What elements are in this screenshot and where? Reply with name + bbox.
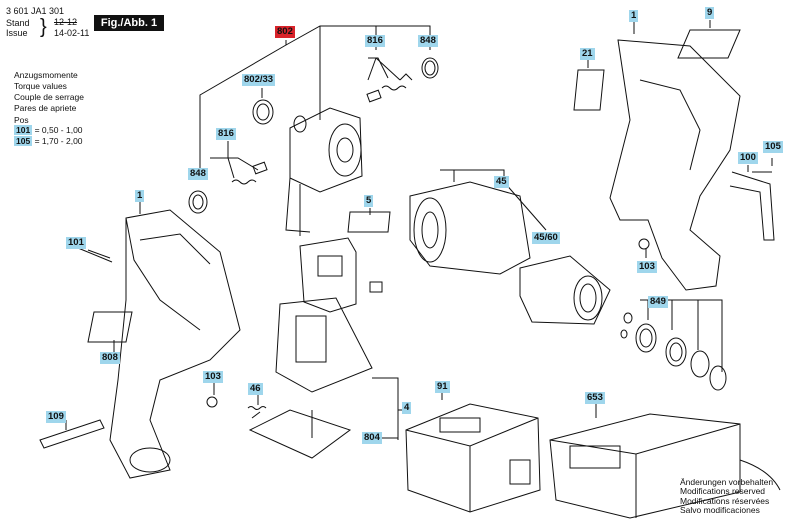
torque-row-pos: 105	[14, 136, 33, 146]
torque-row: 101 = 0,50 - 1,00	[14, 125, 83, 136]
part-tag-816[interactable]: 816	[365, 35, 385, 47]
right-housing	[609, 39, 775, 291]
part-tag-5[interactable]: 5	[364, 195, 374, 207]
part-tag-808[interactable]: 808	[100, 352, 120, 364]
note-line: Modifications réservées	[680, 495, 770, 506]
modification-notes: Änderungen vorbehalten Modifications res…	[680, 477, 774, 515]
part-tag-46[interactable]: 46	[248, 383, 263, 395]
part-tag-103[interactable]: 103	[203, 371, 223, 383]
part-tag-848[interactable]: 848	[188, 168, 208, 180]
part-tag-653[interactable]: 653	[585, 392, 605, 404]
note-line: Änderungen vorbehalten	[680, 477, 774, 487]
part-tag-802-33[interactable]: 802/33	[242, 74, 276, 86]
left-housing	[39, 209, 241, 479]
brace: }	[40, 16, 47, 38]
motor-parts	[188, 57, 439, 236]
part-tag-105[interactable]: 105	[763, 141, 783, 153]
stand-value: 12-12	[54, 17, 78, 27]
torque-row-pos: 101	[14, 125, 33, 135]
gear-housing	[409, 181, 611, 325]
torque-row-value: = 1,70 - 2,00	[34, 136, 83, 146]
ring-set	[620, 312, 727, 391]
issue-label: Issue	[6, 28, 28, 38]
part-tag-103[interactable]: 103	[637, 261, 657, 273]
torque-row: 105 = 1,70 - 2,00	[14, 136, 83, 147]
torque-line-2: Torque values	[14, 81, 67, 91]
doc-number: 3 601 JA1 301	[6, 6, 65, 16]
part-tag-1[interactable]: 1	[135, 190, 145, 202]
battery-pack	[405, 403, 541, 513]
part-tag-1[interactable]: 1	[629, 10, 639, 22]
part-tag-849[interactable]: 849	[648, 296, 668, 308]
part-tag-848[interactable]: 848	[418, 35, 438, 47]
part-tag-101[interactable]: 101	[66, 237, 86, 249]
part-tag-100[interactable]: 100	[738, 152, 758, 164]
label-plates	[87, 29, 741, 343]
part-tag-21[interactable]: 21	[580, 48, 595, 60]
torque-row-value: = 0,50 - 1,00	[34, 125, 83, 135]
note-line: Modifications reserved	[680, 486, 766, 497]
issue-value: 14-02-11	[54, 28, 90, 38]
note-line: Salvo modificaciones	[680, 504, 760, 515]
part-tag-45-60[interactable]: 45/60	[532, 232, 560, 244]
part-tag-109[interactable]: 109	[46, 411, 66, 423]
part-tag-9[interactable]: 9	[705, 7, 715, 19]
torque-line-3: Couple de serrage	[14, 92, 84, 102]
part-tag-816[interactable]: 816	[216, 128, 236, 140]
part-tag-804[interactable]: 804	[362, 432, 382, 444]
part-tag-91[interactable]: 91	[435, 381, 450, 393]
torque-line-4: Pares de apriete	[14, 103, 77, 113]
figure-label: Fig./Abb. 1	[94, 15, 164, 31]
part-tag-45[interactable]: 45	[494, 176, 509, 188]
pos-label: Pos	[14, 115, 29, 125]
stand-label: Stand	[6, 18, 30, 28]
part-tag-802[interactable]: 802	[275, 26, 295, 38]
leader-lines	[65, 20, 773, 440]
charger	[549, 413, 781, 519]
torque-line-1: Anzugsmomente	[14, 70, 78, 80]
part-tag-4[interactable]: 4	[402, 402, 412, 414]
switch-assembly	[247, 237, 383, 459]
